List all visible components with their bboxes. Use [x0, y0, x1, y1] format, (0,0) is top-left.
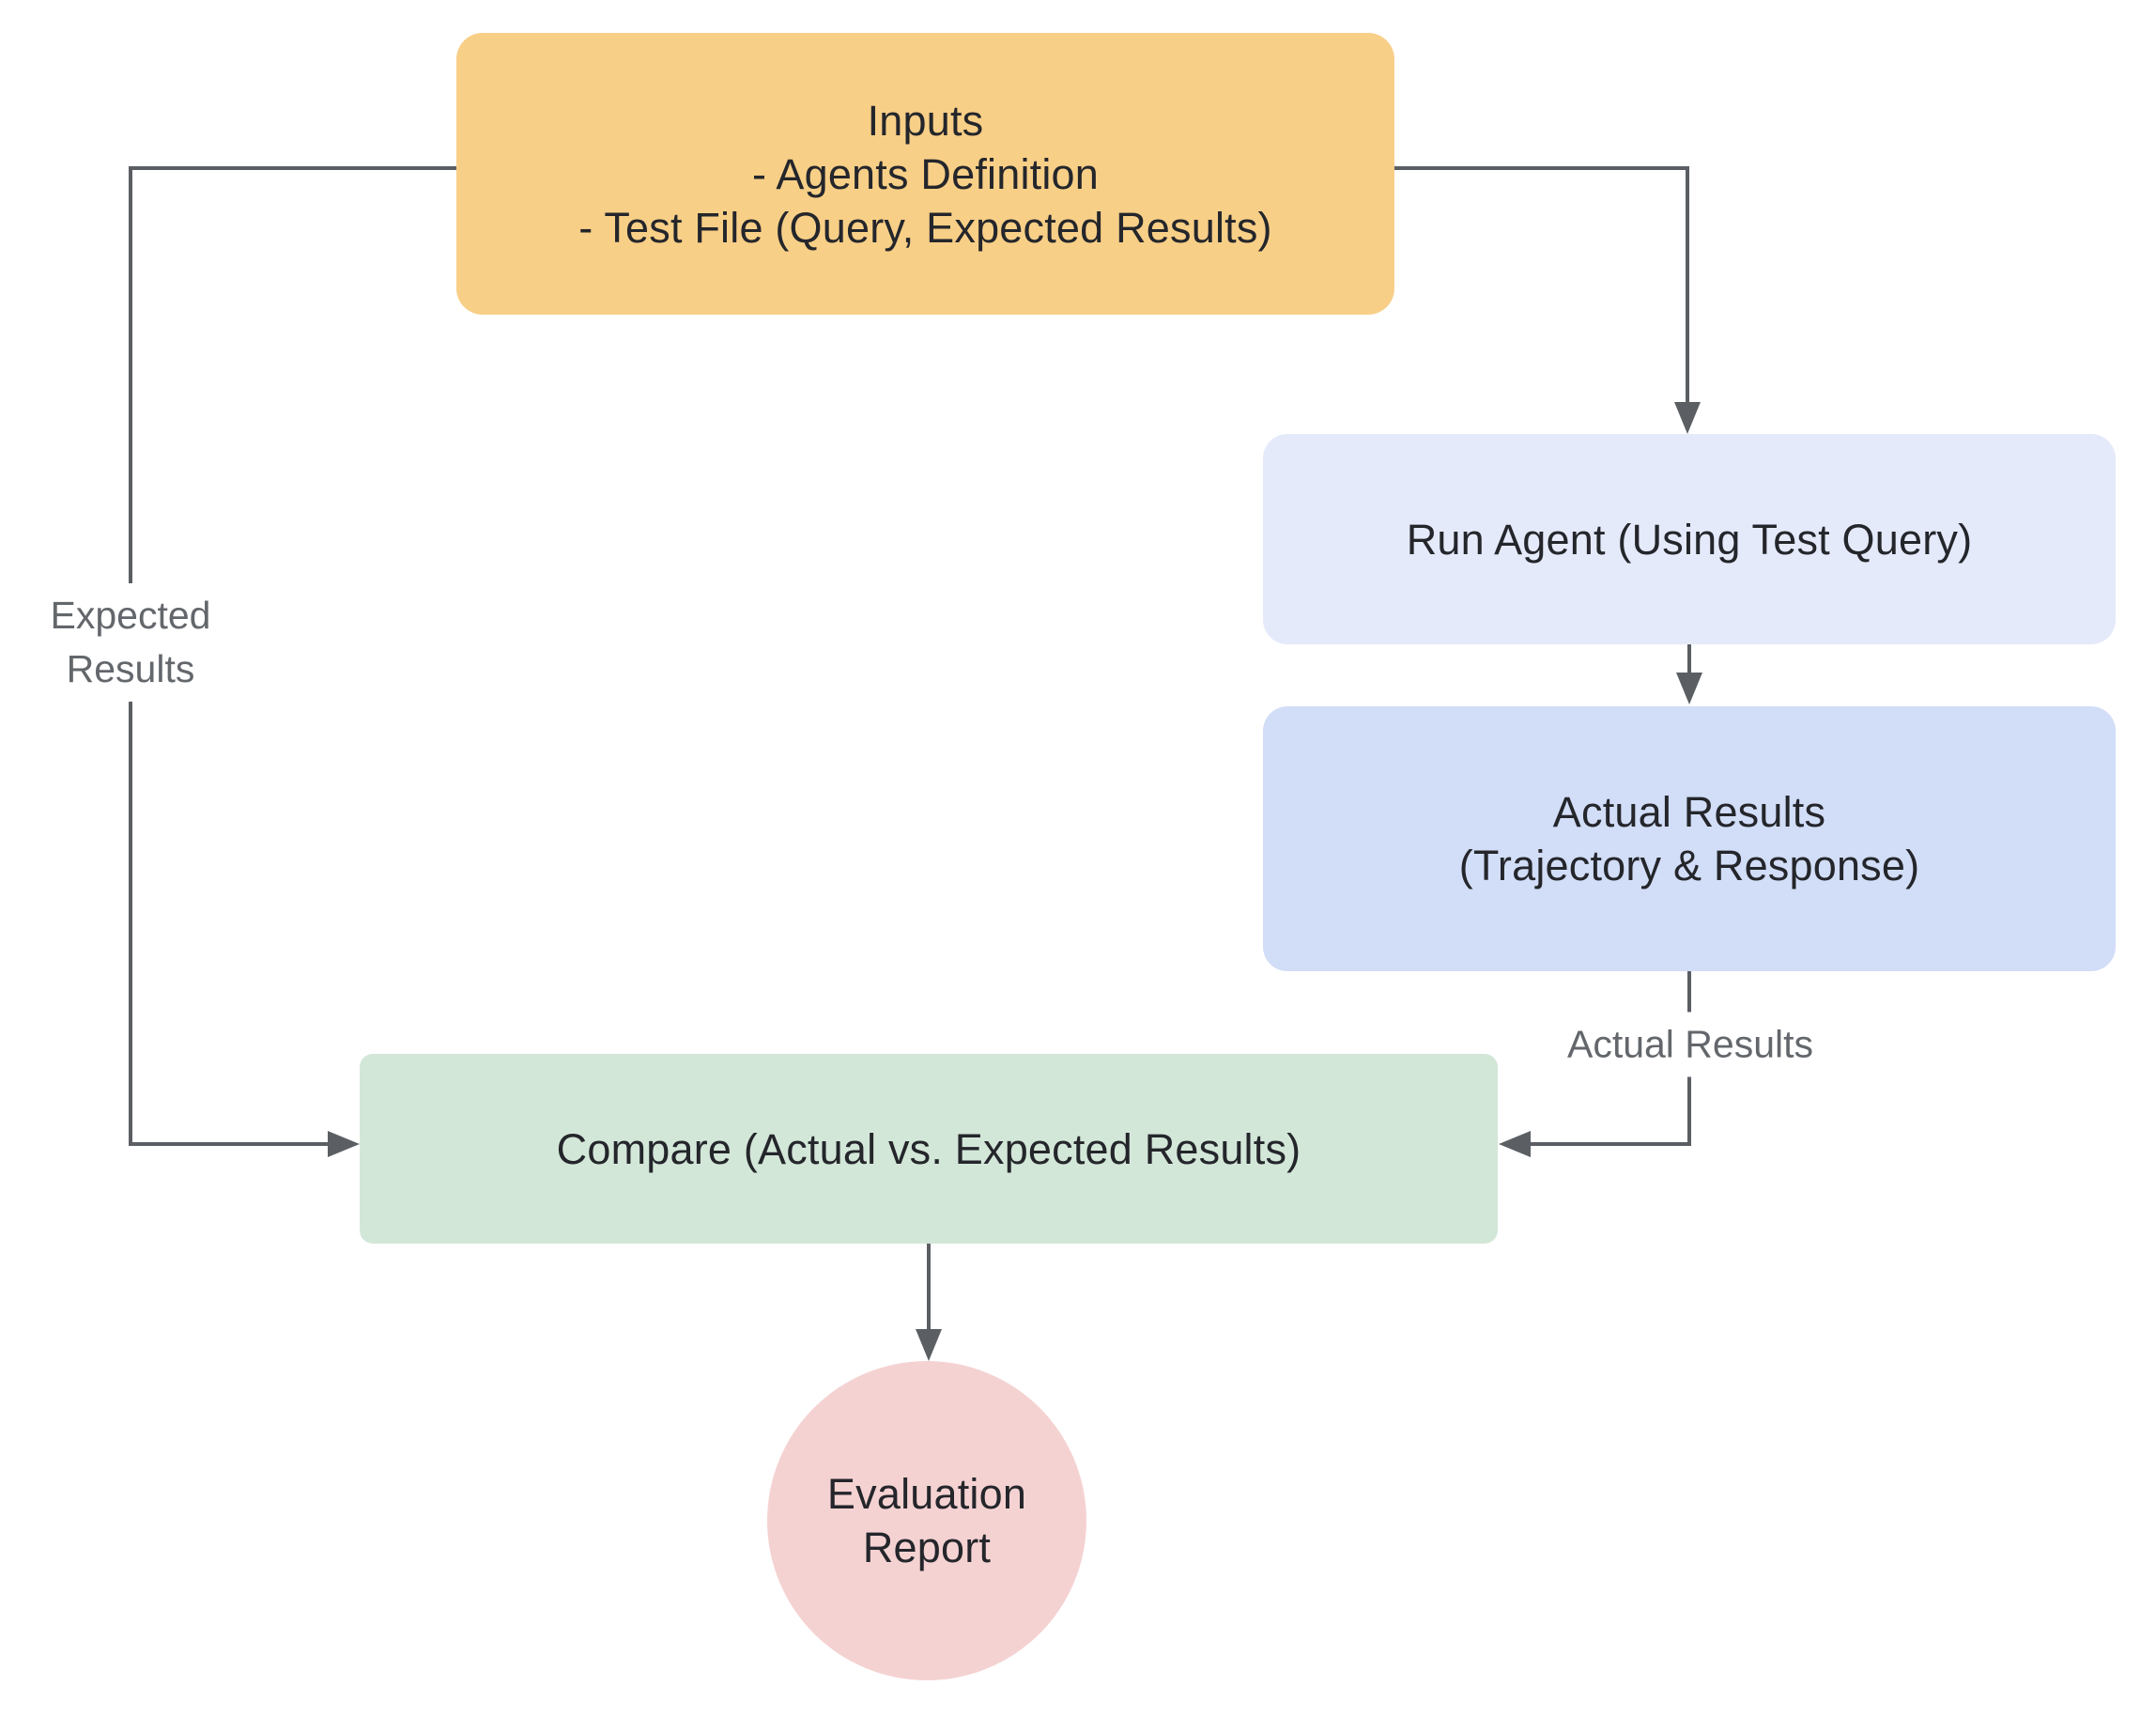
arrowhead-into-evaluation-report-icon: [916, 1329, 942, 1361]
arrowhead-into-compare-left-icon: [328, 1131, 360, 1157]
edge-run-agent-to-actual-results-segment: [1687, 644, 1691, 674]
arrowhead-into-run-agent-icon: [1674, 402, 1701, 434]
node-compare-label: Compare (Actual vs. Expected Results): [556, 1124, 1301, 1173]
node-inputs-item-test-file: - Test File (Query, Expected Results): [578, 203, 1272, 252]
node-inputs: Inputs - Agents Definition - Test File (…: [456, 33, 1394, 315]
edge-actual-results-horizontal-segment: [1531, 1142, 1691, 1146]
node-evaluation-report-line1: Evaluation: [826, 1470, 1027, 1518]
node-run-agent-label: Run Agent (Using Test Query): [1406, 515, 1973, 564]
node-actual-results-line1: Actual Results: [1552, 788, 1826, 836]
edge-expected-results-bottom-segment: [129, 1142, 330, 1146]
edge-label-expected-results: Expected Results: [40, 583, 221, 702]
edge-inputs-to-run-agent-vertical-segment: [1686, 166, 1689, 402]
edge-inputs-to-run-agent-horizontal-segment: [1394, 166, 1689, 170]
node-actual-results: Actual Results (Trajectory & Response): [1263, 706, 2116, 971]
node-evaluation-report: Evaluation Report: [767, 1361, 1086, 1680]
node-inputs-item-agents-definition: - Agents Definition: [751, 149, 1099, 198]
edge-expected-results-top-segment: [131, 166, 456, 170]
arrowhead-into-actual-results-icon: [1676, 673, 1702, 704]
edge-compare-to-evaluation-segment: [927, 1244, 931, 1330]
edge-label-actual-results: Actual Results: [1557, 1012, 1824, 1077]
arrowhead-into-compare-right-icon: [1499, 1131, 1531, 1157]
edge-label-expected-results-line1: Expected: [50, 594, 211, 637]
edge-label-expected-results-line2: Results: [66, 647, 195, 690]
node-actual-results-line2: (Trajectory & Response): [1458, 842, 1920, 889]
node-evaluation-report-line2: Report: [862, 1524, 992, 1571]
edge-label-actual-results-text: Actual Results: [1566, 1022, 1814, 1066]
node-compare: Compare (Actual vs. Expected Results): [360, 1054, 1498, 1244]
node-run-agent: Run Agent (Using Test Query): [1263, 434, 2116, 644]
node-inputs-title: Inputs: [867, 96, 984, 145]
